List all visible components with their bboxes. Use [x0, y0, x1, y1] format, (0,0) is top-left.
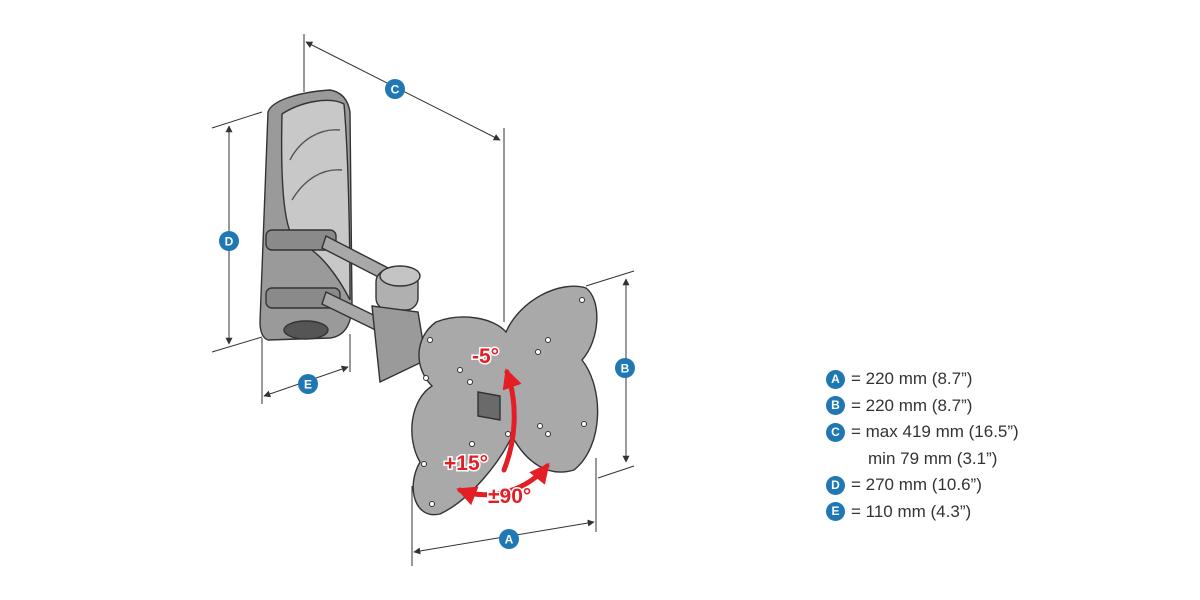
svg-text:E: E: [304, 378, 312, 392]
legend-text-d: = 270 mm (10.6”): [851, 475, 982, 494]
legend-row-c: C = max 419 mm (16.5”): [826, 419, 1126, 446]
legend-row-d: D = 270 mm (10.6”): [826, 472, 1126, 499]
dimension-badges: C D E B A: [219, 79, 635, 549]
legend-text-b: = 220 mm (8.7”): [851, 395, 973, 415]
tilt-arrow: [501, 368, 522, 473]
rotation-label: ±90°: [488, 485, 531, 508]
badge-e: E: [298, 374, 318, 394]
legend-row-a: A = 220 mm (8.7”): [826, 366, 1126, 393]
mount-holes: [421, 297, 587, 507]
legend-badge-a: A: [826, 369, 845, 389]
badge-b: B: [615, 358, 635, 378]
extension-lines: [211, 34, 635, 566]
swing-arms: [321, 235, 427, 384]
svg-text:C: C: [391, 83, 400, 97]
badge-d: D: [219, 231, 239, 251]
rotation-arrow: [456, 462, 550, 506]
legend-badge-d: D: [826, 475, 845, 495]
tilt-up-label: +15°: [444, 452, 488, 475]
legend-text-c-min: min 79 mm (3.1”): [868, 448, 998, 468]
legend-row-b: B = 220 mm (8.7”): [826, 393, 1126, 420]
angle-arrows: [456, 368, 550, 506]
dimension-legend: A = 220 mm (8.7”) B = 220 mm (8.7”) C = …: [826, 366, 1126, 525]
legend-text-e: = 110 mm (4.3”): [851, 501, 972, 521]
svg-text:B: B: [621, 362, 630, 376]
badge-c: C: [385, 79, 405, 99]
angle-labels: -5° +15° ±90°: [443, 344, 533, 510]
legend-row-c-min: min 79 mm (3.1”): [826, 446, 1126, 473]
tilt-down-label: -5°: [472, 345, 499, 368]
svg-text:A: A: [505, 533, 514, 547]
legend-row-e: E = 110 mm (4.3”): [826, 499, 1126, 526]
legend-badge-e: E: [826, 502, 845, 522]
legend-text-a: = 220 mm (8.7”): [851, 369, 973, 388]
legend-text-c-max: = max 419 mm (16.5”): [851, 422, 1019, 441]
svg-text:D: D: [225, 235, 234, 249]
legend-badge-b: B: [826, 396, 845, 416]
vesa-plate: [411, 285, 599, 516]
badge-a: A: [499, 529, 519, 549]
legend-badge-c: C: [826, 422, 845, 442]
